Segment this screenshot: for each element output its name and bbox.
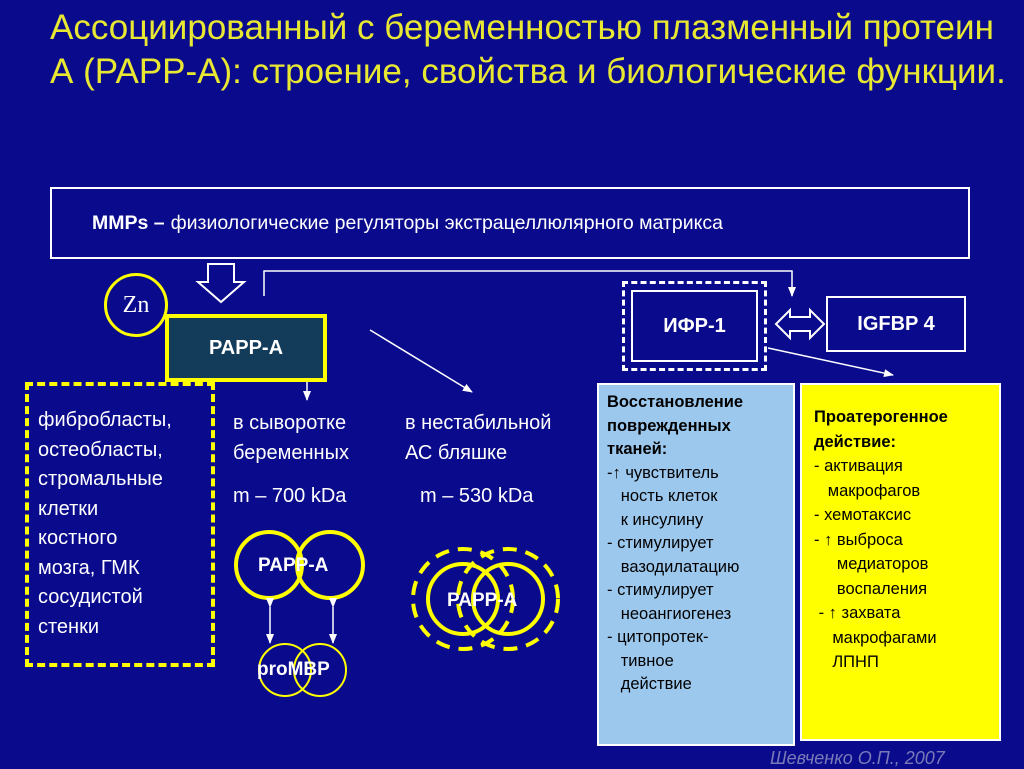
- ifr-dashed-frame: [622, 281, 767, 371]
- papp-plaque-label: PAPP-A: [447, 590, 518, 611]
- cells-dashed-box: [25, 382, 215, 667]
- repair-item: ность клеток: [607, 487, 718, 505]
- serum-heading: в сыворотке беременных: [233, 408, 403, 468]
- repair-item: тивное: [607, 651, 674, 670]
- athero-item: макрофагов: [814, 481, 921, 500]
- cells-line: фибробласты,: [38, 409, 172, 431]
- plaque-line: в нестабильной: [405, 412, 552, 434]
- plaque-line: АС бляшке: [405, 442, 508, 464]
- plaque-ring-left-dashed: [411, 547, 515, 651]
- pappa-box: PAPP-A: [165, 314, 327, 382]
- ifr-box: ИФР-1: [631, 290, 758, 362]
- repair-item: - стимулирует: [607, 581, 714, 599]
- arrow-to-plaque: [369, 329, 473, 393]
- serum-line: беременных: [233, 442, 349, 464]
- author-credit: Шевченко О.П., 2007: [770, 748, 945, 768]
- athero-item: ЛПНП: [814, 653, 879, 671]
- athero-item: макрофагами: [814, 628, 937, 647]
- mass-plaque: m – 530 kDa: [420, 485, 534, 507]
- athero-item: - хемотаксис: [814, 506, 912, 524]
- athero-item: - ↑ выброса: [814, 530, 903, 549]
- slide-title: Ассоциированный с беременностью плазменн…: [50, 8, 1006, 91]
- cells-line: костного: [38, 527, 118, 549]
- connector-line: [263, 270, 796, 297]
- cells-line: клетки: [38, 497, 99, 520]
- athero-item: - активация: [814, 457, 903, 475]
- prombp-label: proMBP: [257, 659, 330, 680]
- prombp-ring-left: [258, 643, 312, 697]
- athero-title-line: Проатерогенное: [814, 408, 948, 426]
- mmps-box: MMPs – физиологические регуляторы экстра…: [50, 187, 970, 259]
- cells-line: сосудистой: [38, 586, 143, 608]
- athero-item: медиаторов: [814, 555, 929, 573]
- repair-title-line: поврежденных: [607, 416, 731, 435]
- double-arrow: [774, 307, 826, 341]
- repair-title-line: тканей:: [607, 440, 668, 458]
- mass-serum: m – 700 kDa: [233, 485, 347, 507]
- repair-item: - стимулирует: [607, 534, 714, 552]
- cells-line: остеобласты,: [38, 438, 163, 461]
- repair-item: -↑ чувствитель: [607, 463, 719, 482]
- plaque-ring-left: [426, 562, 500, 636]
- cells-line: стенки: [38, 615, 100, 638]
- cells-line: стромальные: [38, 468, 163, 490]
- zinc-circle: Zn: [104, 273, 168, 337]
- repair-item: - цитопротек-: [607, 628, 709, 646]
- plaque-heading: в нестабильной АС бляшке: [405, 408, 605, 468]
- repair-title-line: Восстановление: [607, 393, 744, 411]
- repair-item: вазодилатацию: [607, 557, 740, 576]
- igfbp-box: IGFBP 4: [826, 296, 966, 352]
- athero-box: Проатерогенное действие: - активация мак…: [800, 383, 1001, 741]
- mmps-bold-label: MMPs –: [92, 211, 165, 234]
- papp-serum-label: PAPP-A: [258, 555, 329, 576]
- arrow-to-athero: [767, 347, 894, 378]
- repair-item: неоангиогенез: [607, 604, 732, 623]
- plaque-ring-right: [471, 562, 545, 636]
- prombp-ring-right: [293, 643, 347, 697]
- athero-title-line: действие:: [814, 432, 897, 451]
- repair-box: Восстановление поврежденных тканей: -↑ ч…: [597, 383, 795, 746]
- athero-item: воспаления: [814, 579, 928, 598]
- cells-text: фибробласты, остеобласты, стромальные кл…: [38, 406, 218, 642]
- repair-item: действие: [607, 675, 692, 693]
- repair-item: к инсулину: [607, 510, 704, 529]
- athero-item: - ↑ захвата: [814, 604, 901, 622]
- cells-line: мозга, ГМК: [38, 556, 140, 579]
- mmps-description: физиологические регуляторы экстрацеллюля…: [170, 211, 723, 234]
- plaque-ring-right-dashed: [456, 547, 560, 651]
- hollow-down-arrow: [195, 263, 247, 304]
- serum-line: в сыворотке: [233, 412, 347, 434]
